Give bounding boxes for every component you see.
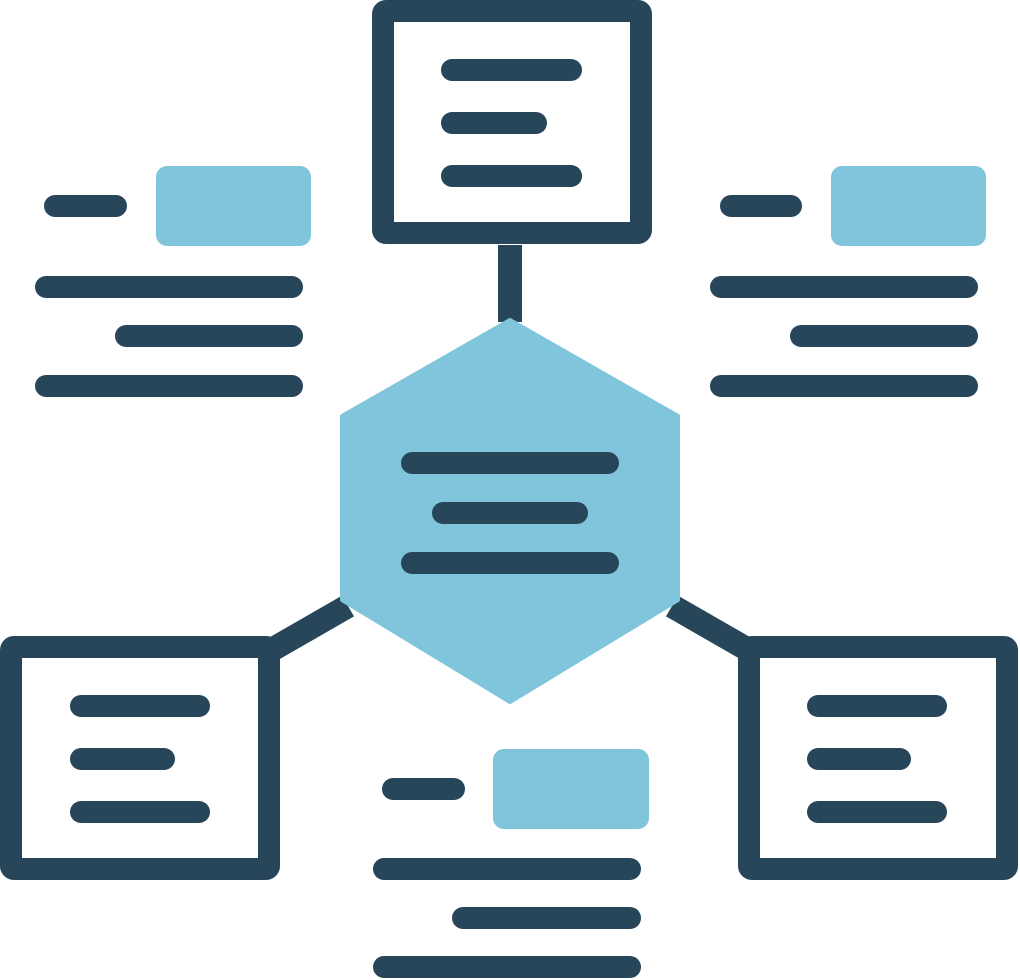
text-block-tag [156, 166, 311, 246]
text-block-tag [493, 749, 649, 829]
top-document-box [372, 0, 652, 244]
text-block-tag [831, 166, 986, 246]
right-text-block [710, 166, 986, 397]
connector-left [262, 595, 354, 663]
bottom-right-document-box [738, 636, 1018, 880]
connector-lines [262, 245, 758, 663]
left-text-block [35, 166, 311, 397]
bottom-text-block [373, 749, 649, 978]
connector-right [666, 595, 758, 663]
central-hexagon-node [340, 318, 680, 704]
bottom-left-document-box [0, 636, 280, 880]
